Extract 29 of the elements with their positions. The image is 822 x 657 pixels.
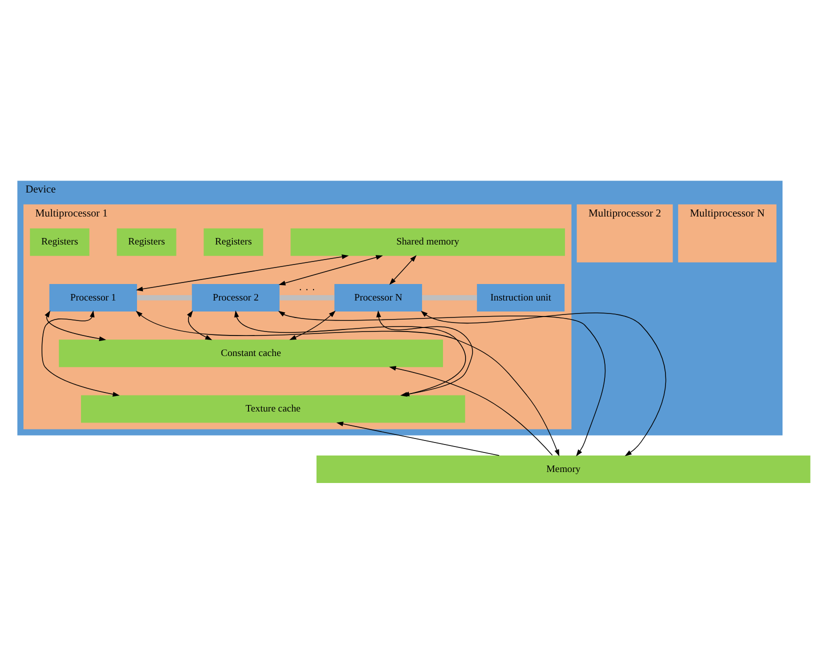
arrow [289, 310, 336, 340]
arrow [278, 310, 606, 456]
arrow [389, 254, 417, 284]
node-box: Multiprocessor 2 [576, 204, 673, 262]
node-box: Shared memory [290, 228, 565, 256]
node-box: Registers [204, 228, 264, 256]
arrow [44, 310, 106, 341]
connector [280, 294, 334, 300]
arrow [278, 254, 383, 285]
arrow [136, 310, 560, 456]
arrow [389, 365, 553, 456]
edge-label: · · · [298, 283, 316, 296]
node-box: Constant cache [58, 339, 443, 367]
node-box: Processor N [334, 284, 422, 311]
arrow [136, 254, 349, 291]
node-box: Texture cache [81, 394, 466, 422]
arrow [336, 421, 500, 456]
node-box: Memory [316, 455, 810, 482]
node-box: Instruction unit [476, 284, 565, 311]
node-box: Processor 1 [49, 284, 137, 311]
connector [422, 294, 477, 300]
connector [137, 294, 192, 300]
arrow [420, 310, 666, 456]
node-box: Registers [30, 228, 90, 256]
arrow [187, 310, 212, 340]
arrow [42, 310, 120, 396]
node-box: Multiprocessor N [678, 204, 776, 262]
node-box: Processor 2 [192, 284, 280, 311]
node-box: Registers [116, 228, 176, 256]
